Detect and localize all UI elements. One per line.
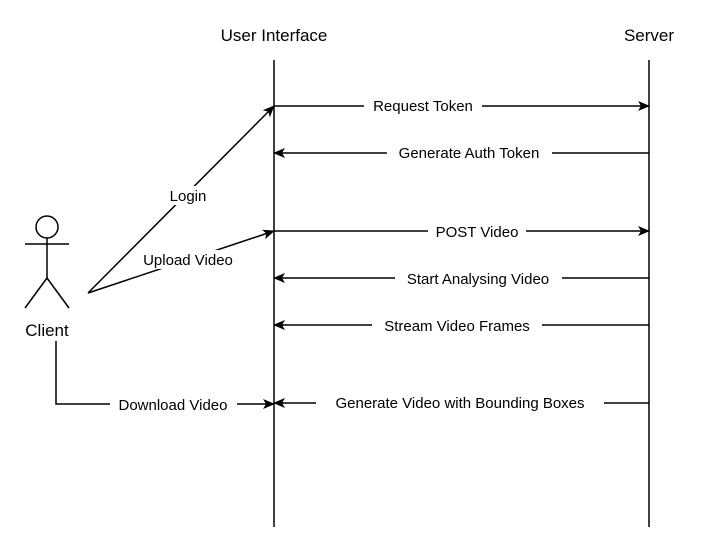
- message-generate-auth-token-label: Generate Auth Token: [399, 145, 540, 162]
- message-generate-auth-token: Generate Auth Token: [273, 144, 649, 162]
- client-actor-label: Client: [25, 321, 69, 340]
- message-download-video-label: Download Video: [119, 397, 228, 414]
- server-lifeline-title: Server: [624, 26, 674, 45]
- client-actor-icon: [24, 215, 70, 309]
- message-post-video-label: POST Video: [436, 224, 519, 241]
- message-generate-video-bbox: Generate Video with Bounding Boxes: [273, 394, 649, 412]
- message-start-analysing: Start Analysing Video: [273, 269, 649, 288]
- message-stream-frames: Stream Video Frames: [273, 316, 649, 335]
- message-post-video: POST Video: [274, 222, 650, 241]
- message-login-label: Login: [170, 188, 207, 205]
- message-upload-video: Upload Video: [87, 229, 275, 294]
- message-upload-video-label: Upload Video: [143, 252, 233, 269]
- message-login: Login: [87, 105, 275, 294]
- message-stream-frames-label: Stream Video Frames: [384, 318, 530, 335]
- ui-lifeline-title: User Interface: [221, 26, 328, 45]
- message-request-token: Request Token: [274, 97, 650, 115]
- message-request-token-label: Request Token: [373, 98, 473, 115]
- message-download-video: Download Video: [55, 341, 275, 414]
- message-start-analysing-label: Start Analysing Video: [407, 271, 549, 288]
- message-generate-video-bbox-label: Generate Video with Bounding Boxes: [335, 395, 584, 412]
